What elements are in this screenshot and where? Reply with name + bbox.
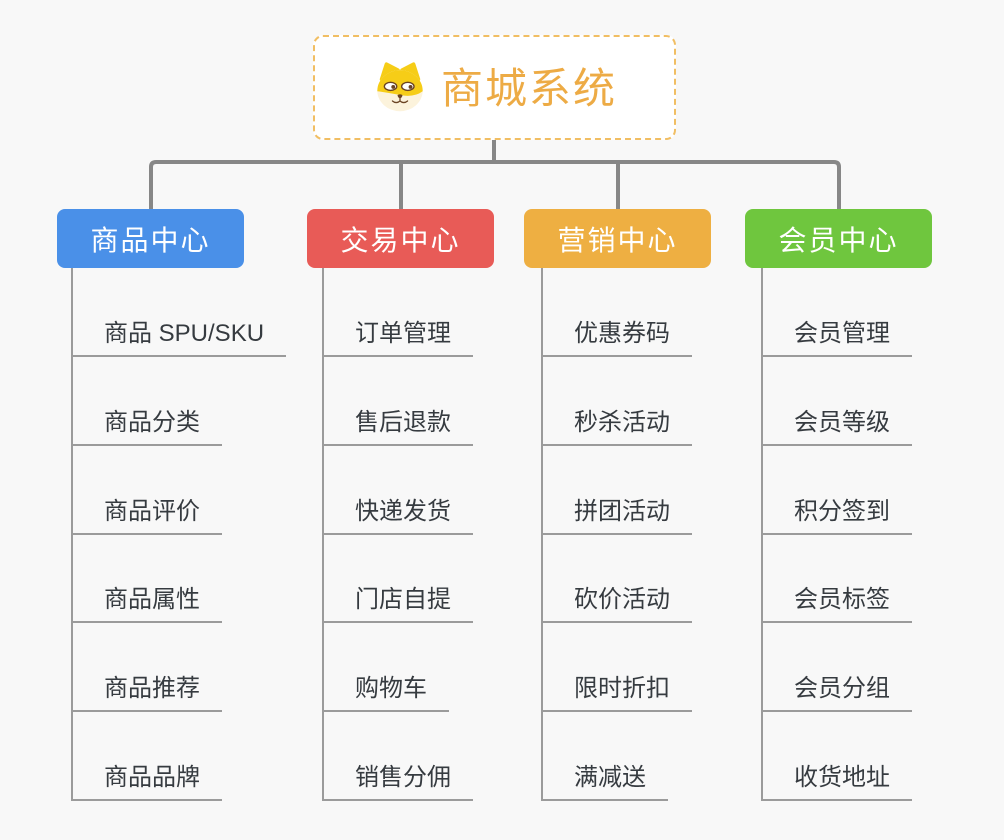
child-node[interactable]: 商品属性 (71, 577, 222, 623)
child-node[interactable]: 商品评价 (71, 489, 222, 535)
branch-label: 商品中心 (90, 224, 211, 256)
branch-label: 会员中心 (778, 224, 899, 256)
child-node[interactable]: 商品品牌 (71, 755, 222, 801)
child-node[interactable]: 限时折扣 (541, 666, 692, 712)
child-node[interactable]: 会员等级 (761, 400, 912, 446)
branch-node-marketing-center[interactable]: 营销中心 (524, 209, 711, 268)
root-title: 商城系统 (440, 64, 617, 112)
child-node[interactable]: 订单管理 (322, 311, 473, 357)
child-node[interactable]: 砍价活动 (541, 577, 692, 623)
branch-label: 营销中心 (557, 224, 678, 256)
child-node[interactable]: 收货地址 (761, 755, 912, 801)
child-node[interactable]: 拼团活动 (541, 489, 692, 535)
child-node[interactable]: 秒杀活动 (541, 400, 692, 446)
child-node[interactable]: 会员管理 (761, 311, 912, 357)
child-node[interactable]: 会员分组 (761, 666, 912, 712)
child-node[interactable]: 商品 SPU/SKU (71, 311, 287, 357)
child-node[interactable]: 会员标签 (761, 577, 912, 623)
branch-label: 交易中心 (340, 224, 461, 256)
child-node[interactable]: 优惠券码 (541, 311, 692, 357)
root-node[interactable]: 商城系统 (313, 35, 676, 140)
child-node[interactable]: 满减送 (541, 755, 668, 801)
branch-node-product-center[interactable]: 商品中心 (57, 209, 244, 268)
dog-face-icon (377, 61, 423, 111)
child-node[interactable]: 积分签到 (761, 489, 912, 535)
child-node[interactable]: 快递发货 (322, 489, 473, 535)
child-node[interactable]: 门店自提 (322, 577, 473, 623)
child-node[interactable]: 购物车 (322, 666, 449, 712)
child-node[interactable]: 销售分佣 (322, 755, 473, 801)
child-node[interactable]: 商品分类 (71, 400, 222, 446)
child-node[interactable]: 售后退款 (322, 400, 473, 446)
branch-node-member-center[interactable]: 会员中心 (745, 209, 932, 268)
child-node[interactable]: 商品推荐 (71, 666, 222, 712)
branch-node-trade-center[interactable]: 交易中心 (307, 209, 494, 268)
